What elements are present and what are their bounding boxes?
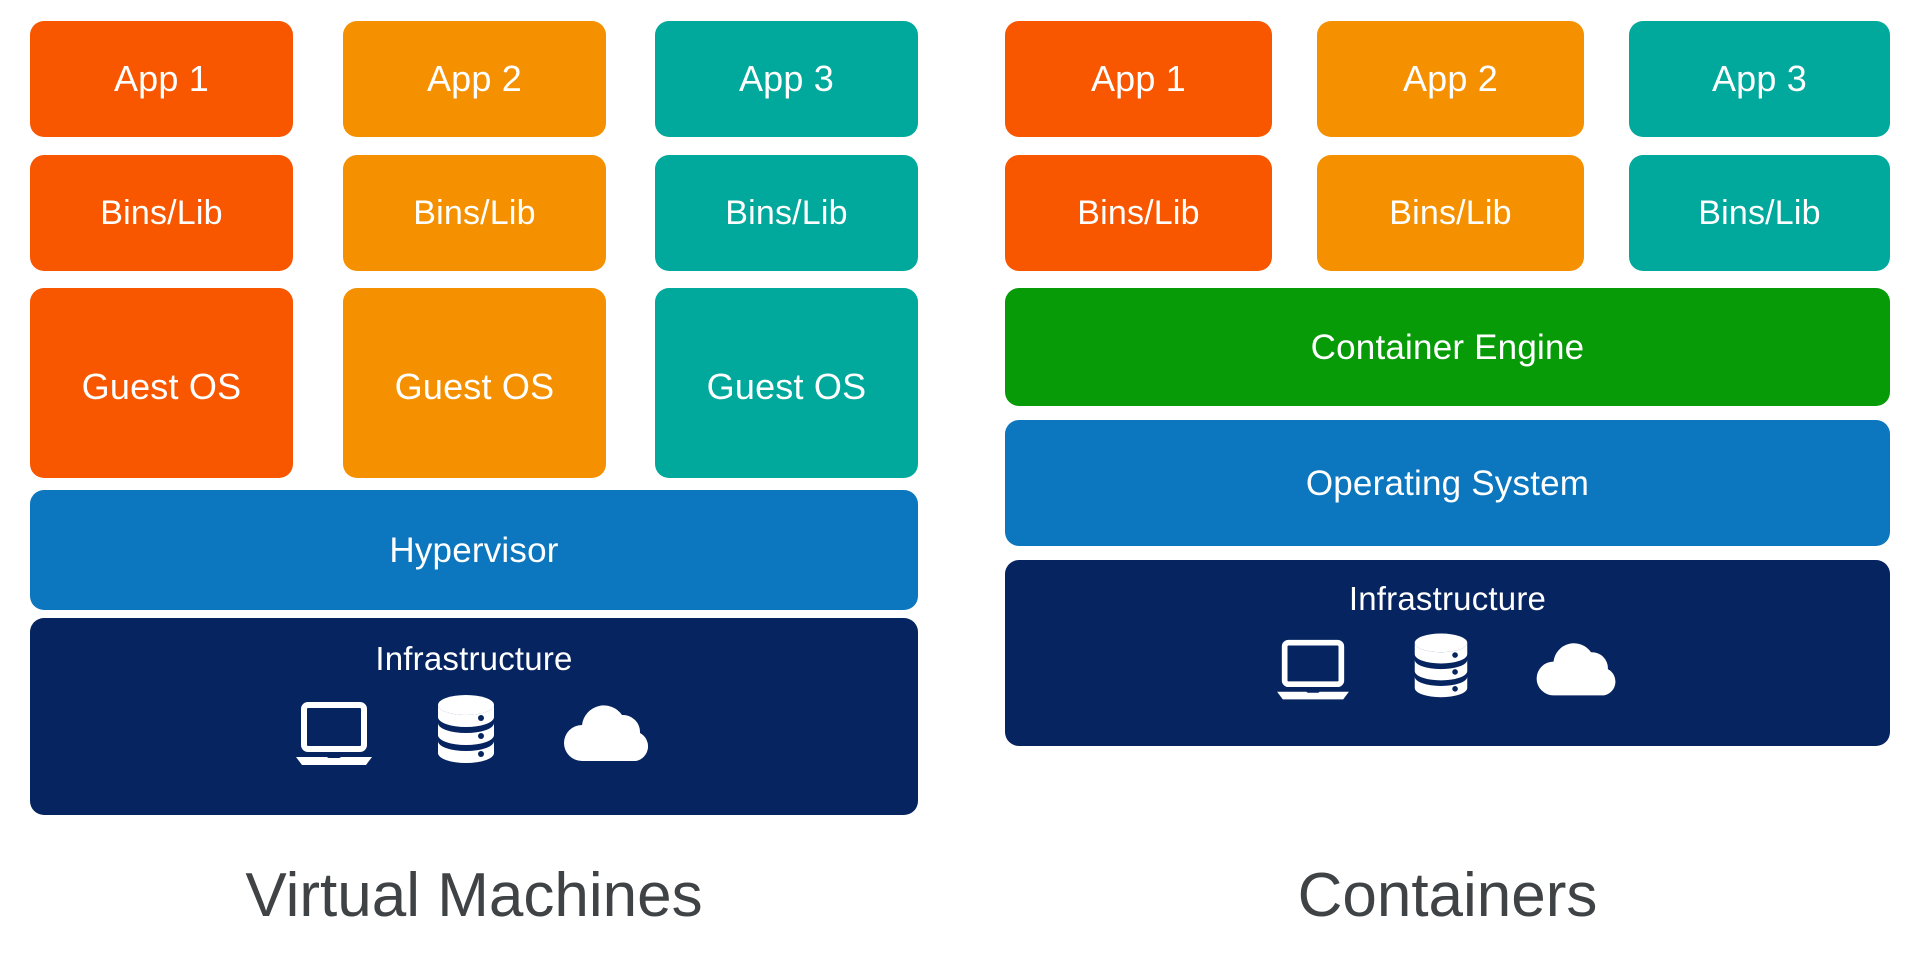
container-app-3-block[interactable]: App 3 <box>1629 21 1890 137</box>
container-infrastructure-icon-row <box>1005 630 1890 712</box>
vm-infrastructure-icon-row <box>30 690 918 780</box>
vm-hypervisor-bar[interactable]: Hypervisor <box>30 490 918 610</box>
database-icon <box>434 693 498 777</box>
vm-bins-lib-1-block[interactable]: Bins/Lib <box>30 155 293 271</box>
vm-guest-os-1-label: Guest OS <box>81 366 242 407</box>
containers-caption: Containers <box>1297 861 1598 930</box>
container-bins-lib-1-label: Bins/Lib <box>1077 194 1200 232</box>
container-infrastructure-label: Infrastructure <box>1348 580 1547 617</box>
container-operating-system-label: Operating System <box>1305 463 1590 503</box>
cloud-icon <box>1531 641 1621 701</box>
vm-bins-lib-1-label: Bins/Lib <box>100 194 223 232</box>
vm-app-1-block[interactable]: App 1 <box>30 21 293 137</box>
container-app-2-block[interactable]: App 2 <box>1317 21 1584 137</box>
cloud-icon <box>558 703 654 767</box>
container-bins-lib-2-label: Bins/Lib <box>1389 194 1512 232</box>
laptop-icon <box>1275 637 1351 705</box>
vm-guest-os-2-block[interactable]: Guest OS <box>343 288 606 478</box>
vm-app-2-label: App 2 <box>426 58 523 99</box>
container-engine-bar[interactable]: Container Engine <box>1005 288 1890 406</box>
container-app-2-label: App 2 <box>1402 58 1499 99</box>
vm-guest-os-3-block[interactable]: Guest OS <box>655 288 918 478</box>
container-bins-lib-3-block[interactable]: Bins/Lib <box>1629 155 1890 271</box>
container-bins-lib-2-block[interactable]: Bins/Lib <box>1317 155 1584 271</box>
vm-hypervisor-label: Hypervisor <box>389 530 559 570</box>
vm-bins-lib-3-block[interactable]: Bins/Lib <box>655 155 918 271</box>
vm-app-3-label: App 3 <box>738 58 835 99</box>
vm-bins-lib-2-block[interactable]: Bins/Lib <box>343 155 606 271</box>
laptop-icon <box>294 699 374 771</box>
vm-guest-os-2-label: Guest OS <box>394 366 555 407</box>
virtual-machines-caption: Virtual Machines <box>245 861 703 930</box>
container-bins-lib-3-label: Bins/Lib <box>1698 194 1821 232</box>
vm-app-2-block[interactable]: App 2 <box>343 21 606 137</box>
vm-guest-os-1-block[interactable]: Guest OS <box>30 288 293 478</box>
vm-bins-lib-2-label: Bins/Lib <box>413 194 536 232</box>
container-app-1-block[interactable]: App 1 <box>1005 21 1272 137</box>
vm-infrastructure-label: Infrastructure <box>375 640 573 677</box>
container-bins-lib-1-block[interactable]: Bins/Lib <box>1005 155 1272 271</box>
container-app-1-label: App 1 <box>1090 58 1187 99</box>
vm-bins-lib-3-label: Bins/Lib <box>725 194 848 232</box>
container-operating-system-bar[interactable]: Operating System <box>1005 420 1890 546</box>
vm-guest-os-3-label: Guest OS <box>706 366 867 407</box>
vm-app-3-block[interactable]: App 3 <box>655 21 918 137</box>
container-app-3-label: App 3 <box>1711 58 1808 99</box>
vm-app-1-label: App 1 <box>113 58 210 99</box>
database-icon <box>1411 631 1471 711</box>
container-engine-label: Container Engine <box>1310 327 1585 367</box>
